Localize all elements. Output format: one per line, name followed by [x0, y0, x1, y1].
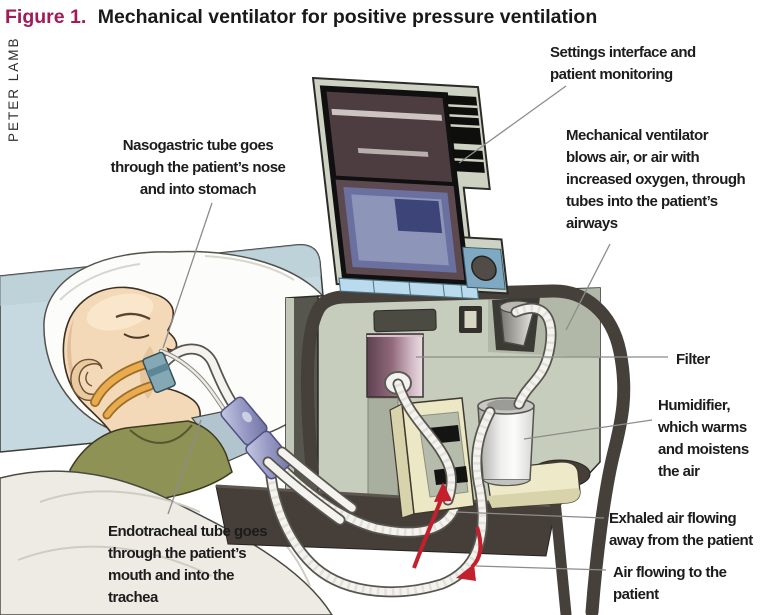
- temple-highlight: [86, 293, 154, 331]
- exhalation-valve-box: [389, 397, 475, 519]
- figure-title-text: Mechanical ventilator for positive press…: [98, 6, 598, 28]
- monitor-unit: [311, 76, 509, 300]
- button-strip: [338, 277, 480, 300]
- gown-collar: [129, 424, 193, 444]
- status-screen-bar-short: [357, 148, 429, 157]
- exhaled-flow-arrow: [412, 482, 452, 569]
- humidifier-shelf-side: [487, 488, 580, 508]
- blanket-fold: [17, 545, 213, 577]
- leader-air-flow: [475, 565, 607, 571]
- pillow-fold: [59, 263, 141, 301]
- frame-handle-bar: [300, 284, 631, 615]
- leader-humidifier: [523, 419, 653, 440]
- patient-head: [62, 286, 201, 467]
- patient: [0, 286, 333, 615]
- closed-eye: [123, 333, 150, 339]
- frame-handle-highlight: [302, 286, 552, 468]
- figure-number-label: Figure 1.: [5, 6, 86, 28]
- inspiratory-flow-arrow: [456, 526, 483, 581]
- endotracheal-tube: [154, 343, 244, 418]
- status-screen-bar: [331, 108, 443, 121]
- circuit-tubes-to-machine: [262, 446, 358, 526]
- leader-lines: [162, 85, 668, 571]
- artist-credit: PETER LAMB: [6, 36, 21, 142]
- cart-leg: [548, 484, 572, 615]
- blanket-fold: [39, 490, 201, 513]
- leader-mechanical: [565, 243, 611, 331]
- humidifier-bottom: [482, 479, 531, 487]
- annotation-filter: Filter: [676, 351, 710, 368]
- mouthpiece: [142, 351, 176, 394]
- pillow-fold: [204, 255, 295, 281]
- leader-settings: [458, 85, 567, 164]
- cooling-vents: [446, 95, 485, 173]
- control-knob: [471, 255, 497, 282]
- patient-airway-assembly: [90, 343, 358, 526]
- patient-ear: [70, 358, 104, 401]
- display-window: [394, 198, 443, 234]
- leader-exhaled: [455, 511, 605, 519]
- figure-text: Figure 1. Mechanical ventilator for posi…: [5, 6, 754, 606]
- ear-inner: [85, 371, 93, 387]
- front-slot: [373, 308, 437, 333]
- leader-nasogastric: [162, 202, 213, 349]
- filter-to-valve-tube: [392, 378, 457, 506]
- eyebrow: [115, 312, 151, 321]
- status-screen: [326, 91, 453, 183]
- airflow-arrows: [412, 482, 483, 581]
- inlet-to-humidifier-tube: [510, 302, 557, 410]
- figure-title: Figure 1. Mechanical ventilator for posi…: [5, 6, 597, 28]
- leader-endotracheal: [167, 419, 202, 515]
- power-switch-button: [464, 311, 477, 328]
